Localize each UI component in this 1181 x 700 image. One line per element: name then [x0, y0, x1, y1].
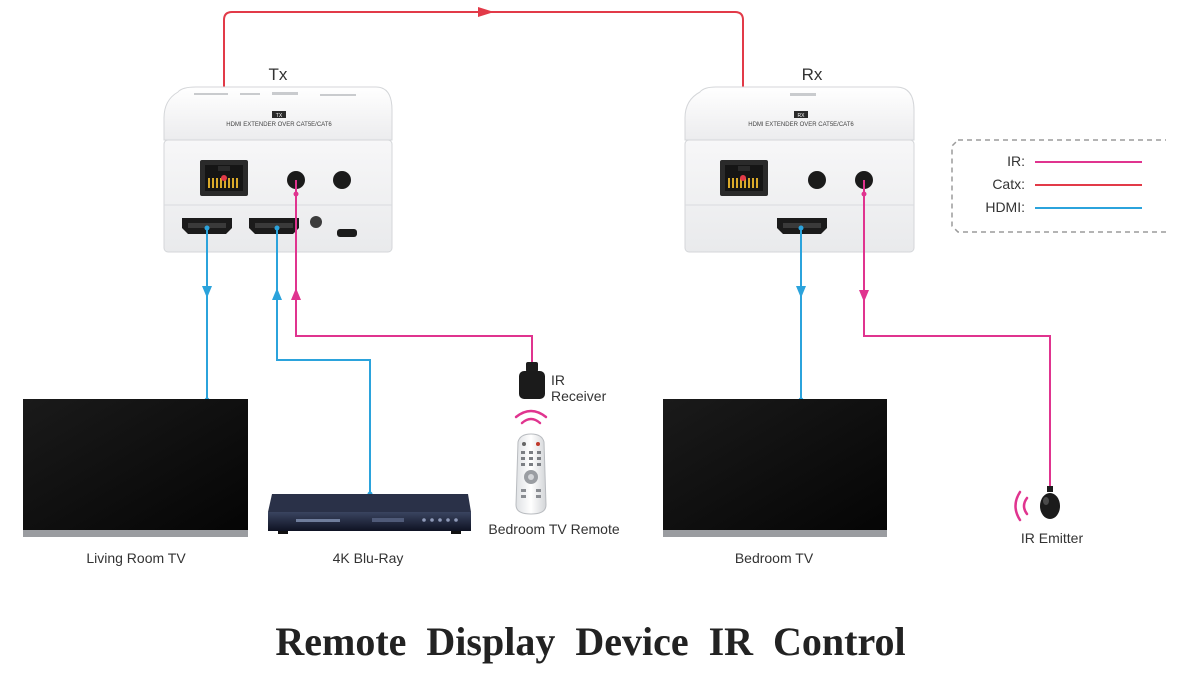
legend-label-ir: IR:: [1007, 153, 1025, 169]
bedroom-tv-remote: [515, 433, 547, 515]
ir-cable-emitter: [859, 180, 1051, 488]
tx-panel-text: HDMI EXTENDER OVER CAT5E/CAT6: [226, 122, 332, 128]
ir-cable-receiver: [291, 180, 533, 366]
tx-badge-text: TX: [276, 113, 283, 119]
rx-label: Rx: [802, 65, 823, 84]
diagram-title: Remote Display Device IR Control: [275, 619, 906, 664]
tx-usb-port: [337, 229, 357, 237]
living-room-tv-label: Living Room TV: [86, 550, 186, 566]
hdmi-cable-living-room: [202, 225, 212, 403]
catx-arrow: [478, 7, 494, 17]
rx-front-panel: [684, 139, 915, 253]
rx-unit: RX HDMI EXTENDER OVER CAT5E/CAT6: [684, 86, 915, 253]
legend-item-catx: Catx:: [992, 176, 1142, 192]
tx-led: [310, 216, 322, 228]
remote-label: Bedroom TV Remote: [488, 521, 619, 537]
rx-ir-in-jack: [808, 171, 826, 189]
blu-ray-label: 4K Blu-Ray: [333, 550, 404, 566]
rx-badge-text: RX: [798, 113, 806, 119]
legend-item-ir: IR:: [1007, 153, 1142, 169]
ir-emitter-label: IR Emitter: [1021, 530, 1084, 546]
blu-ray-player: [268, 494, 471, 534]
ir-receiver: [519, 362, 545, 399]
rx-badge: [794, 111, 808, 118]
legend: IR: Catx: HDMI:: [951, 139, 1166, 233]
tx-hdmi-in-port: [249, 218, 299, 234]
ir-emitter: [1040, 486, 1060, 519]
tx-badge: [272, 111, 286, 118]
hdmi-cable-bluray: [272, 225, 373, 497]
ir-receiver-label-line2: Receiver: [551, 388, 607, 404]
bedroom-tv-label: Bedroom TV: [735, 550, 814, 566]
legend-item-hdmi: HDMI:: [985, 199, 1142, 215]
ir-receiver-label-line1: IR: [551, 372, 565, 388]
ir-signal-waves-emitter: [1014, 490, 1029, 522]
tx-label: Tx: [269, 65, 288, 84]
ir-signal-waves-remote: [514, 409, 548, 425]
legend-label-hdmi: HDMI:: [985, 199, 1025, 215]
living-room-tv: [23, 399, 248, 537]
rx-panel-text: HDMI EXTENDER OVER CAT5E/CAT6: [748, 122, 854, 128]
tx-ir-out-jack: [333, 171, 351, 189]
legend-label-catx: Catx:: [992, 176, 1025, 192]
bedroom-tv: [663, 399, 887, 537]
